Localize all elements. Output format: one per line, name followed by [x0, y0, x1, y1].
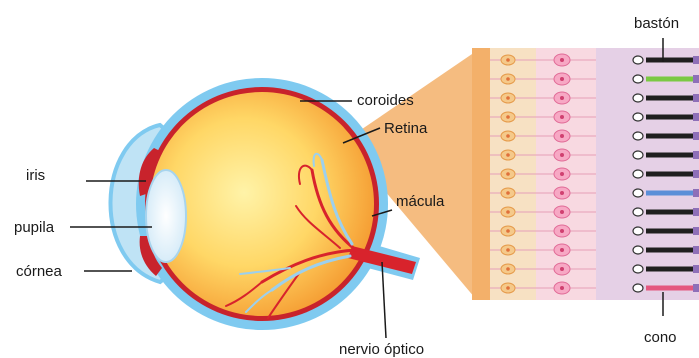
ganglion-nucleus	[506, 153, 510, 157]
rod-segment	[646, 248, 696, 253]
pigment-epithelium-cell	[693, 208, 699, 216]
ganglion-nucleus	[506, 229, 510, 233]
label-cornea: córnea	[16, 264, 62, 279]
bipolar-nucleus	[560, 229, 564, 233]
label-baston: bastón	[634, 16, 679, 31]
cone-segment	[646, 77, 696, 82]
pigment-epithelium-cell	[693, 227, 699, 235]
cone-segment	[646, 191, 696, 196]
bipolar-nucleus	[560, 191, 564, 195]
rod-segment	[646, 172, 696, 177]
bipolar-nucleus	[560, 115, 564, 119]
ganglion-nucleus	[506, 58, 510, 62]
photoreceptor-nucleus	[633, 265, 643, 273]
pigment-epithelium-cell	[693, 113, 699, 121]
photoreceptor-nucleus	[633, 189, 643, 197]
bipolar-nucleus	[560, 134, 564, 138]
retina-cross-section	[472, 48, 699, 300]
photoreceptor-nucleus	[633, 208, 643, 216]
rod-segment	[646, 153, 696, 158]
ganglion-nucleus	[506, 172, 510, 176]
pigment-epithelium-cell	[693, 132, 699, 140]
photoreceptor-nucleus	[633, 132, 643, 140]
bipolar-nucleus	[560, 58, 564, 62]
ganglion-nucleus	[506, 248, 510, 252]
rod-segment	[646, 96, 696, 101]
ganglion-nucleus	[506, 210, 510, 214]
label-coroides: coroides	[357, 93, 414, 108]
photoreceptor-nucleus	[633, 170, 643, 178]
pigment-epithelium-cell	[693, 56, 699, 64]
ganglion-nucleus	[506, 191, 510, 195]
bipolar-nucleus	[560, 96, 564, 100]
pigment-epithelium-cell	[693, 151, 699, 159]
label-retina: Retina	[384, 121, 427, 136]
label-cono: cono	[644, 330, 677, 345]
photoreceptor-nucleus	[633, 227, 643, 235]
pigment-epithelium-cell	[693, 170, 699, 178]
label-iris: iris	[26, 168, 45, 183]
cone-segment	[646, 286, 696, 291]
label-nervio-optico: nervio óptico	[339, 342, 424, 357]
pigment-epithelium-cell	[693, 189, 699, 197]
label-macula: mácula	[396, 194, 444, 209]
ganglion-nucleus	[506, 286, 510, 290]
pigment-epithelium-cell	[693, 94, 699, 102]
ganglion-nucleus	[506, 134, 510, 138]
photoreceptor-nucleus	[633, 113, 643, 121]
photoreceptor-nucleus	[633, 284, 643, 292]
lens	[146, 170, 186, 262]
bipolar-nucleus	[560, 210, 564, 214]
layer-nerve-fibres	[472, 48, 490, 300]
rod-segment	[646, 229, 696, 234]
bipolar-nucleus	[560, 172, 564, 176]
ganglion-nucleus	[506, 77, 510, 81]
photoreceptor-nucleus	[633, 75, 643, 83]
pigment-epithelium-cell	[693, 284, 699, 292]
photoreceptor-nucleus	[633, 151, 643, 159]
photoreceptor-nucleus	[633, 56, 643, 64]
label-pupila: pupila	[14, 220, 54, 235]
pigment-epithelium-cell	[693, 75, 699, 83]
bipolar-nucleus	[560, 248, 564, 252]
pigment-epithelium-cell	[693, 246, 699, 254]
bipolar-nucleus	[560, 153, 564, 157]
rod-segment	[646, 134, 696, 139]
rod-segment	[646, 115, 696, 120]
rod-segment	[646, 210, 696, 215]
ganglion-nucleus	[506, 115, 510, 119]
ganglion-nucleus	[506, 96, 510, 100]
eyeball	[110, 78, 420, 330]
photoreceptor-nucleus	[633, 246, 643, 254]
rod-segment	[646, 58, 696, 63]
ganglion-nucleus	[506, 267, 510, 271]
rod-segment	[646, 267, 696, 272]
pigment-epithelium-cell	[693, 265, 699, 273]
leader-nervio-optico	[382, 262, 386, 338]
photoreceptor-nucleus	[633, 94, 643, 102]
bipolar-nucleus	[560, 267, 564, 271]
bipolar-nucleus	[560, 77, 564, 81]
bipolar-nucleus	[560, 286, 564, 290]
